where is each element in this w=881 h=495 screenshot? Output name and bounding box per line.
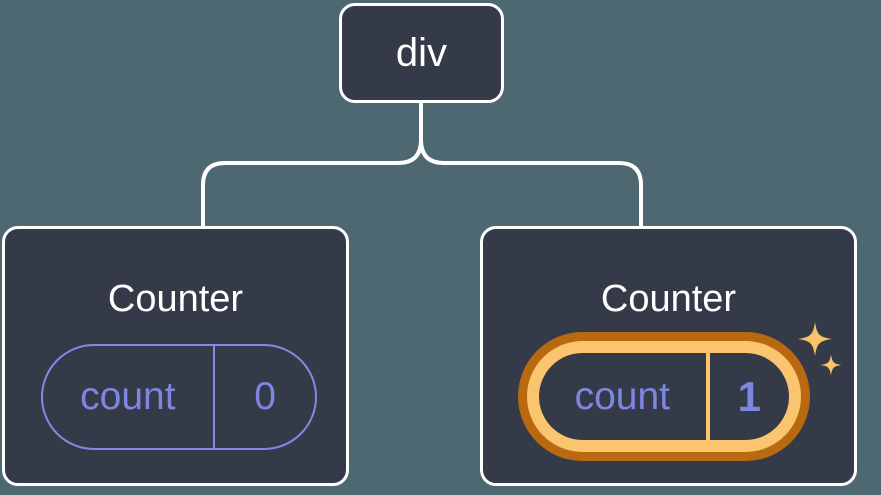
state-value: 1 bbox=[737, 372, 761, 420]
state-pill: count 0 bbox=[41, 344, 317, 450]
state-key-label: count bbox=[574, 374, 671, 418]
pill-divider bbox=[705, 353, 710, 440]
counter-title: Counter bbox=[107, 278, 244, 320]
state-value: 0 bbox=[254, 375, 276, 418]
root-node-label: div bbox=[395, 30, 448, 75]
state-pill-highlight-ring: count 1 bbox=[527, 341, 801, 452]
root-node: div bbox=[339, 3, 504, 103]
state-key-label: count bbox=[80, 375, 176, 418]
connector-left-branch bbox=[201, 95, 423, 230]
state-value-cell: 0 bbox=[215, 346, 315, 448]
state-key-cell: count bbox=[43, 346, 213, 448]
state-pill-highlighted: count 1 bbox=[518, 332, 810, 461]
state-pill-core: count 1 bbox=[539, 353, 789, 440]
counter-node-left: Counter count 0 bbox=[2, 226, 349, 486]
counter-node-right: Counter count 1 bbox=[480, 226, 857, 486]
sparkle-large bbox=[798, 322, 832, 356]
state-value-cell: 1 bbox=[710, 353, 789, 440]
state-key-cell: count bbox=[539, 353, 706, 440]
sparkles-icon bbox=[798, 322, 842, 376]
sparkle-small bbox=[820, 354, 842, 376]
connector-right-branch bbox=[419, 95, 643, 230]
counter-title: Counter bbox=[600, 278, 737, 320]
pill-divider bbox=[212, 346, 216, 448]
